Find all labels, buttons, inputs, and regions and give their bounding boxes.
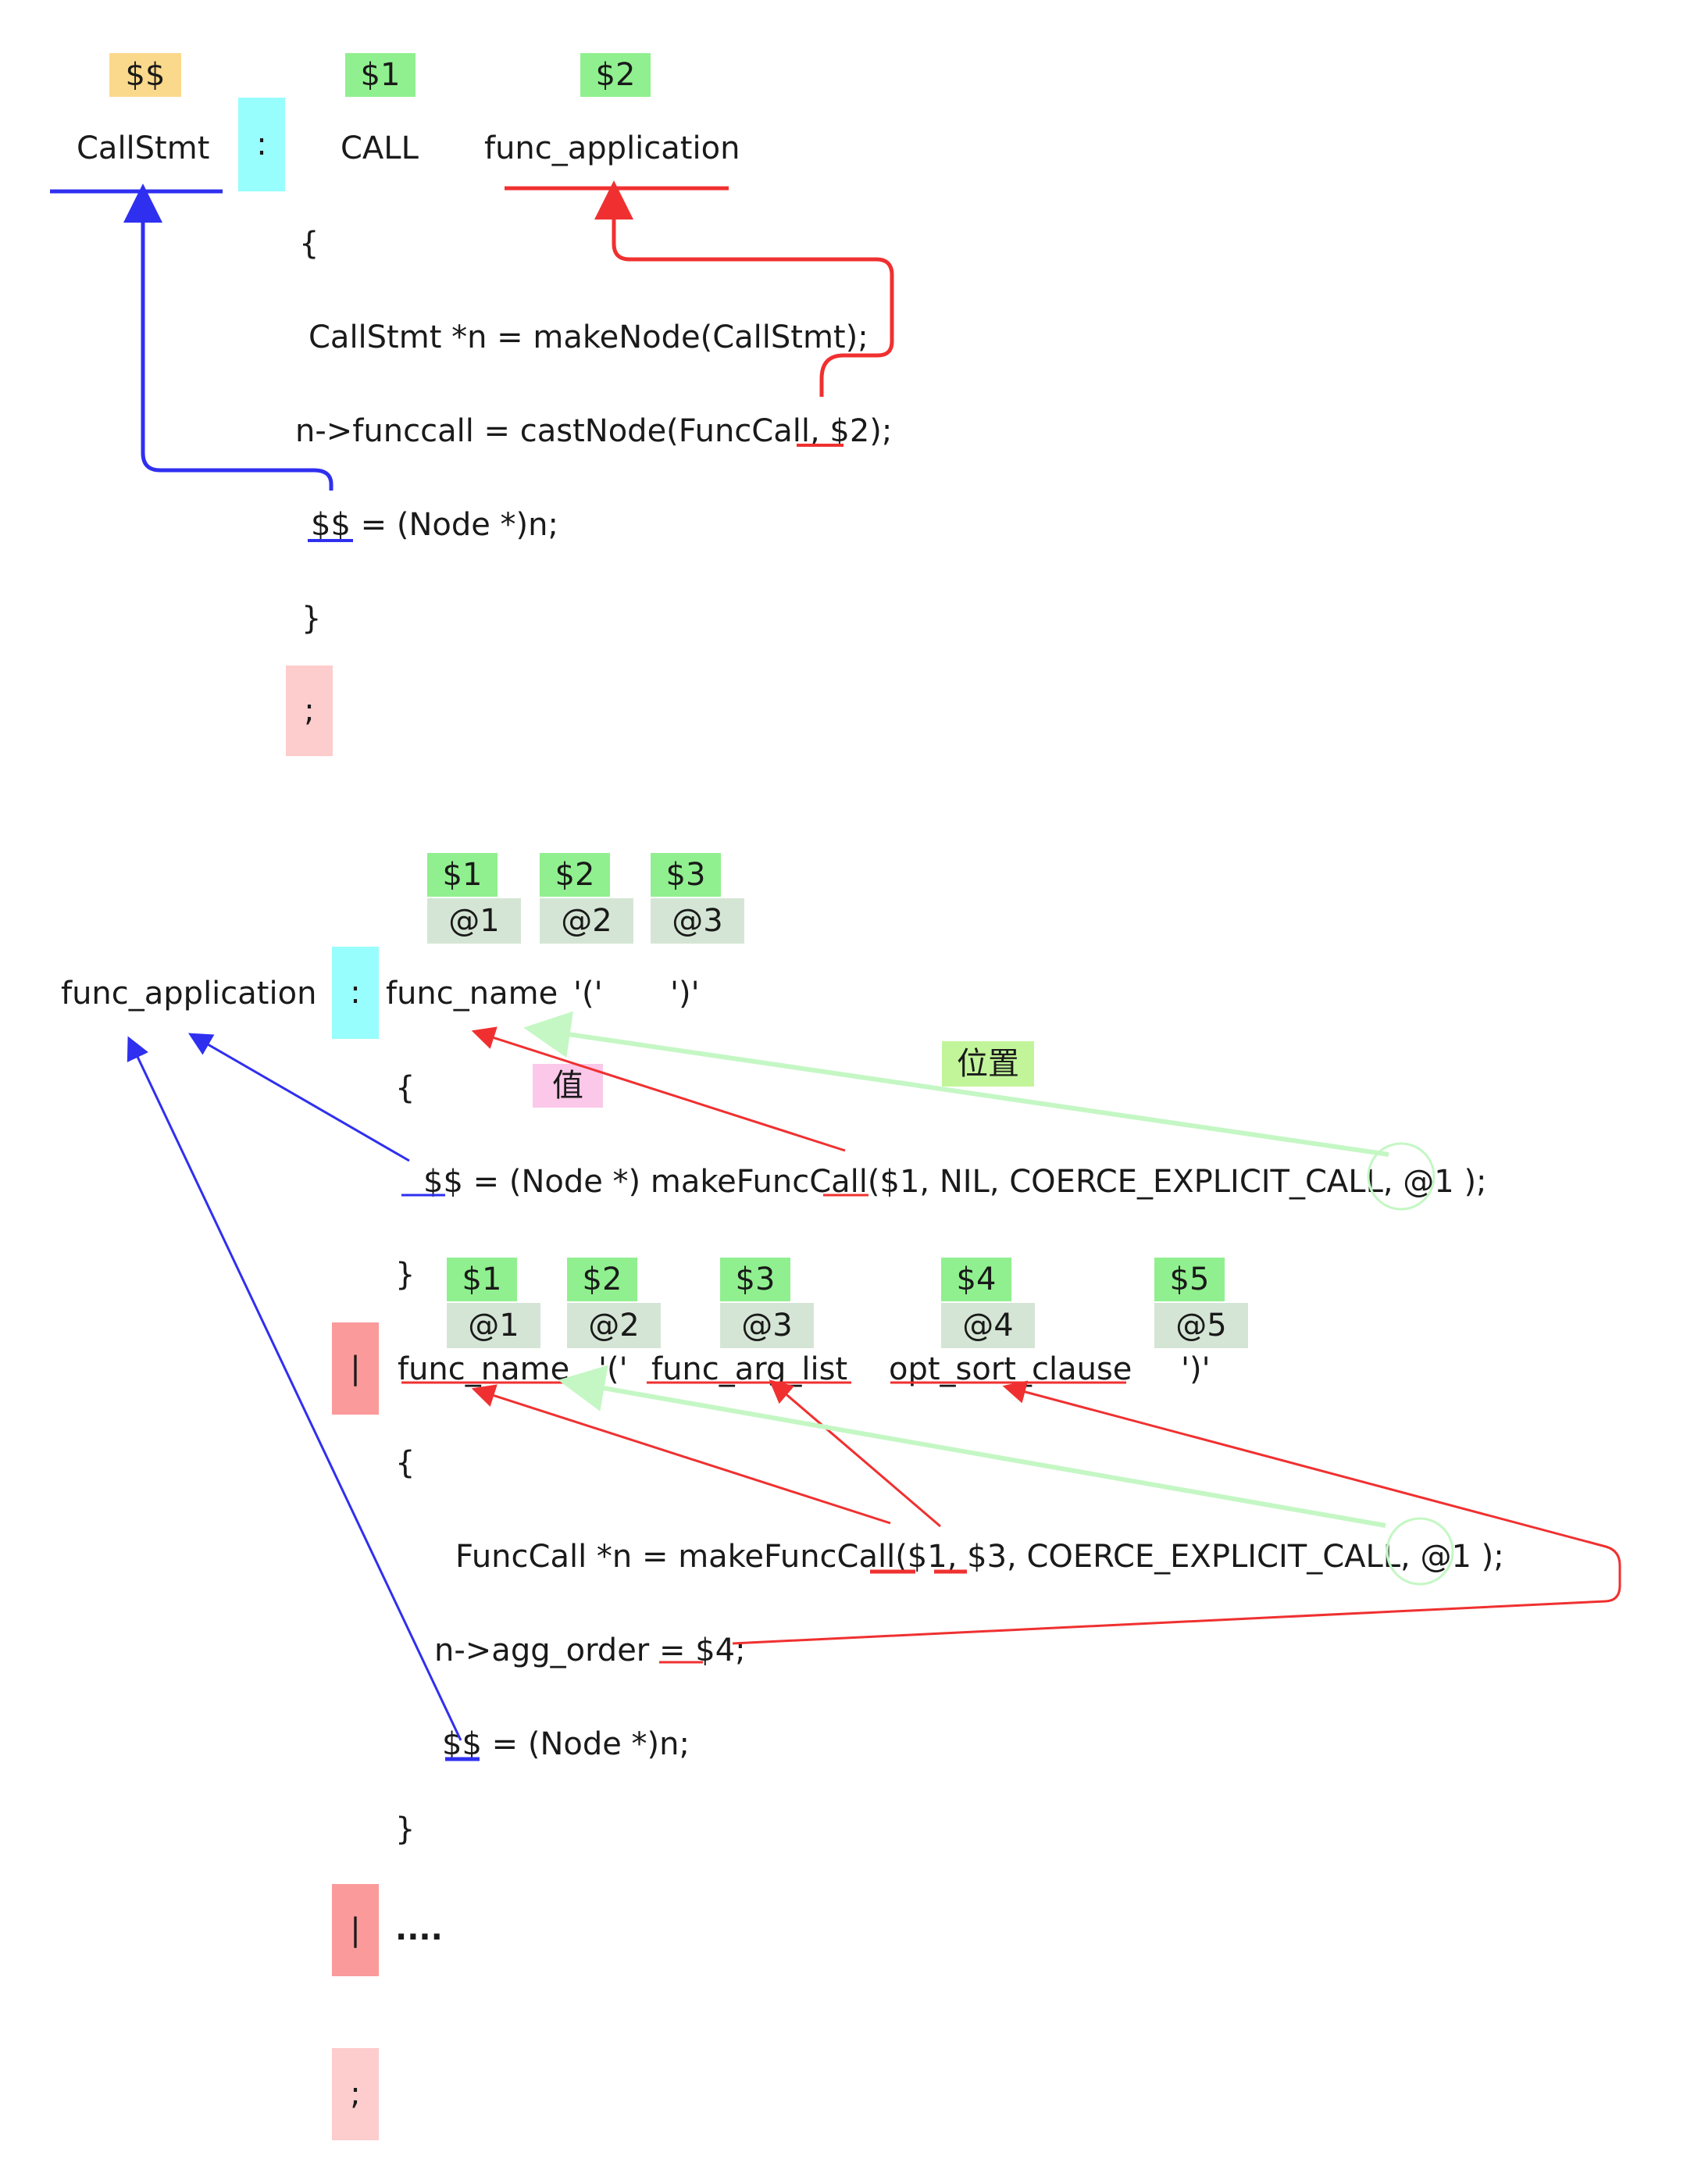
- alt1-open-brace: {: [395, 1070, 416, 1106]
- alt2-at-2: @2: [567, 1303, 661, 1348]
- alt1-at-3: @3: [651, 898, 744, 944]
- alt1-blue-arrow: [188, 1033, 410, 1162]
- alt2-at-1: @1: [447, 1303, 540, 1348]
- alt2-at1-circle: [1386, 1517, 1454, 1586]
- alt1-green-position-arrow: [523, 1011, 1389, 1157]
- alt2-token-opt-sort-clause: opt_sort_clause: [889, 1351, 1132, 1387]
- blue-result-arrow: [123, 184, 333, 491]
- alt2-red-func-name-arrow: [471, 1384, 891, 1525]
- rule2-colon-tag: :: [332, 947, 379, 1039]
- alt2-token-func-name: func_name: [398, 1351, 570, 1387]
- alt1-close-brace: }: [395, 1257, 416, 1293]
- value-annotation: 值: [533, 1064, 603, 1108]
- colon-tag: :: [238, 98, 285, 191]
- alt1-at-2: @2: [540, 898, 633, 944]
- alt1-dollar-3: $3: [651, 853, 721, 897]
- alt1-token-func-name: func_name: [386, 976, 558, 1012]
- alt3-ellipsis: ....: [395, 1911, 443, 1947]
- result-tag: $$: [109, 53, 181, 97]
- alt1-token-rparen: ')': [670, 976, 700, 1012]
- alt2-dollar-4: $4: [941, 1258, 1011, 1301]
- call-token: CALL: [341, 130, 419, 166]
- alt2-dollar-3: $3: [720, 1258, 790, 1301]
- position-annotation: 位置: [942, 1041, 1034, 1087]
- alt2-bar-tag: |: [332, 1322, 379, 1415]
- code-line-funccall: n->funccall = castNode(FuncCall, $2);: [295, 413, 893, 449]
- alt2-at-3: @3: [720, 1303, 814, 1348]
- alt2-green-position-arrow: [558, 1365, 1386, 1528]
- alt2-dollar-2: $2: [567, 1258, 637, 1301]
- alt1-token-lparen: '(': [573, 976, 603, 1012]
- alt2-red-func-arg-list-arrow: [769, 1379, 941, 1528]
- alt3-bar-tag: |: [332, 1884, 379, 1976]
- rule1-lhs: CallStmt: [77, 130, 210, 166]
- alt2-dollar-1: $1: [447, 1258, 517, 1301]
- alt1-at1-circle: [1367, 1142, 1436, 1211]
- alt2-token-rparen: ')': [1181, 1351, 1211, 1387]
- alt1-dollar-1: $1: [427, 853, 498, 897]
- red-dollar2-arrow: [594, 180, 894, 397]
- semicolon-tag: ;: [286, 666, 333, 756]
- func-application-token: func_application: [484, 130, 740, 166]
- alt2-close-brace: }: [395, 1811, 416, 1847]
- code-open-brace: {: [299, 226, 319, 262]
- alt2-blue-result-arrow: [127, 1036, 462, 1741]
- rule2-semicolon-tag: ;: [332, 2048, 379, 2140]
- alt2-code-line-make: FuncCall *n = makeFuncCall($1, $3, COERC…: [455, 1539, 1504, 1575]
- dollar-tag-2: $2: [580, 53, 651, 97]
- alt2-code-line-agg-order: n->agg_order = $4;: [434, 1633, 746, 1668]
- rule2-lhs: func_application: [61, 976, 317, 1012]
- alt1-code-line: $$ = (Node *) makeFuncCall($1, NIL, COER…: [423, 1164, 1487, 1200]
- alt2-at-4: @4: [941, 1303, 1035, 1348]
- alt2-dollar-5: $5: [1154, 1258, 1225, 1301]
- alt2-red-opt-sort-arrow: [732, 1380, 1621, 1645]
- alt2-token-func-arg-list: func_arg_list: [651, 1351, 848, 1387]
- alt1-red-value-arrow: [471, 1026, 846, 1152]
- dollar-tag-1: $1: [345, 53, 416, 97]
- alt1-at-1: @1: [427, 898, 521, 944]
- code-line-make-node: CallStmt *n = makeNode(CallStmt);: [309, 319, 868, 355]
- alt1-dollar-2: $2: [540, 853, 610, 897]
- alt2-open-brace: {: [395, 1445, 416, 1481]
- code-line-result: $$ = (Node *)n;: [311, 507, 558, 543]
- alt2-at-5: @5: [1154, 1303, 1248, 1348]
- code-close-brace: }: [301, 601, 322, 637]
- alt2-code-line-result: $$ = (Node *)n;: [442, 1726, 690, 1762]
